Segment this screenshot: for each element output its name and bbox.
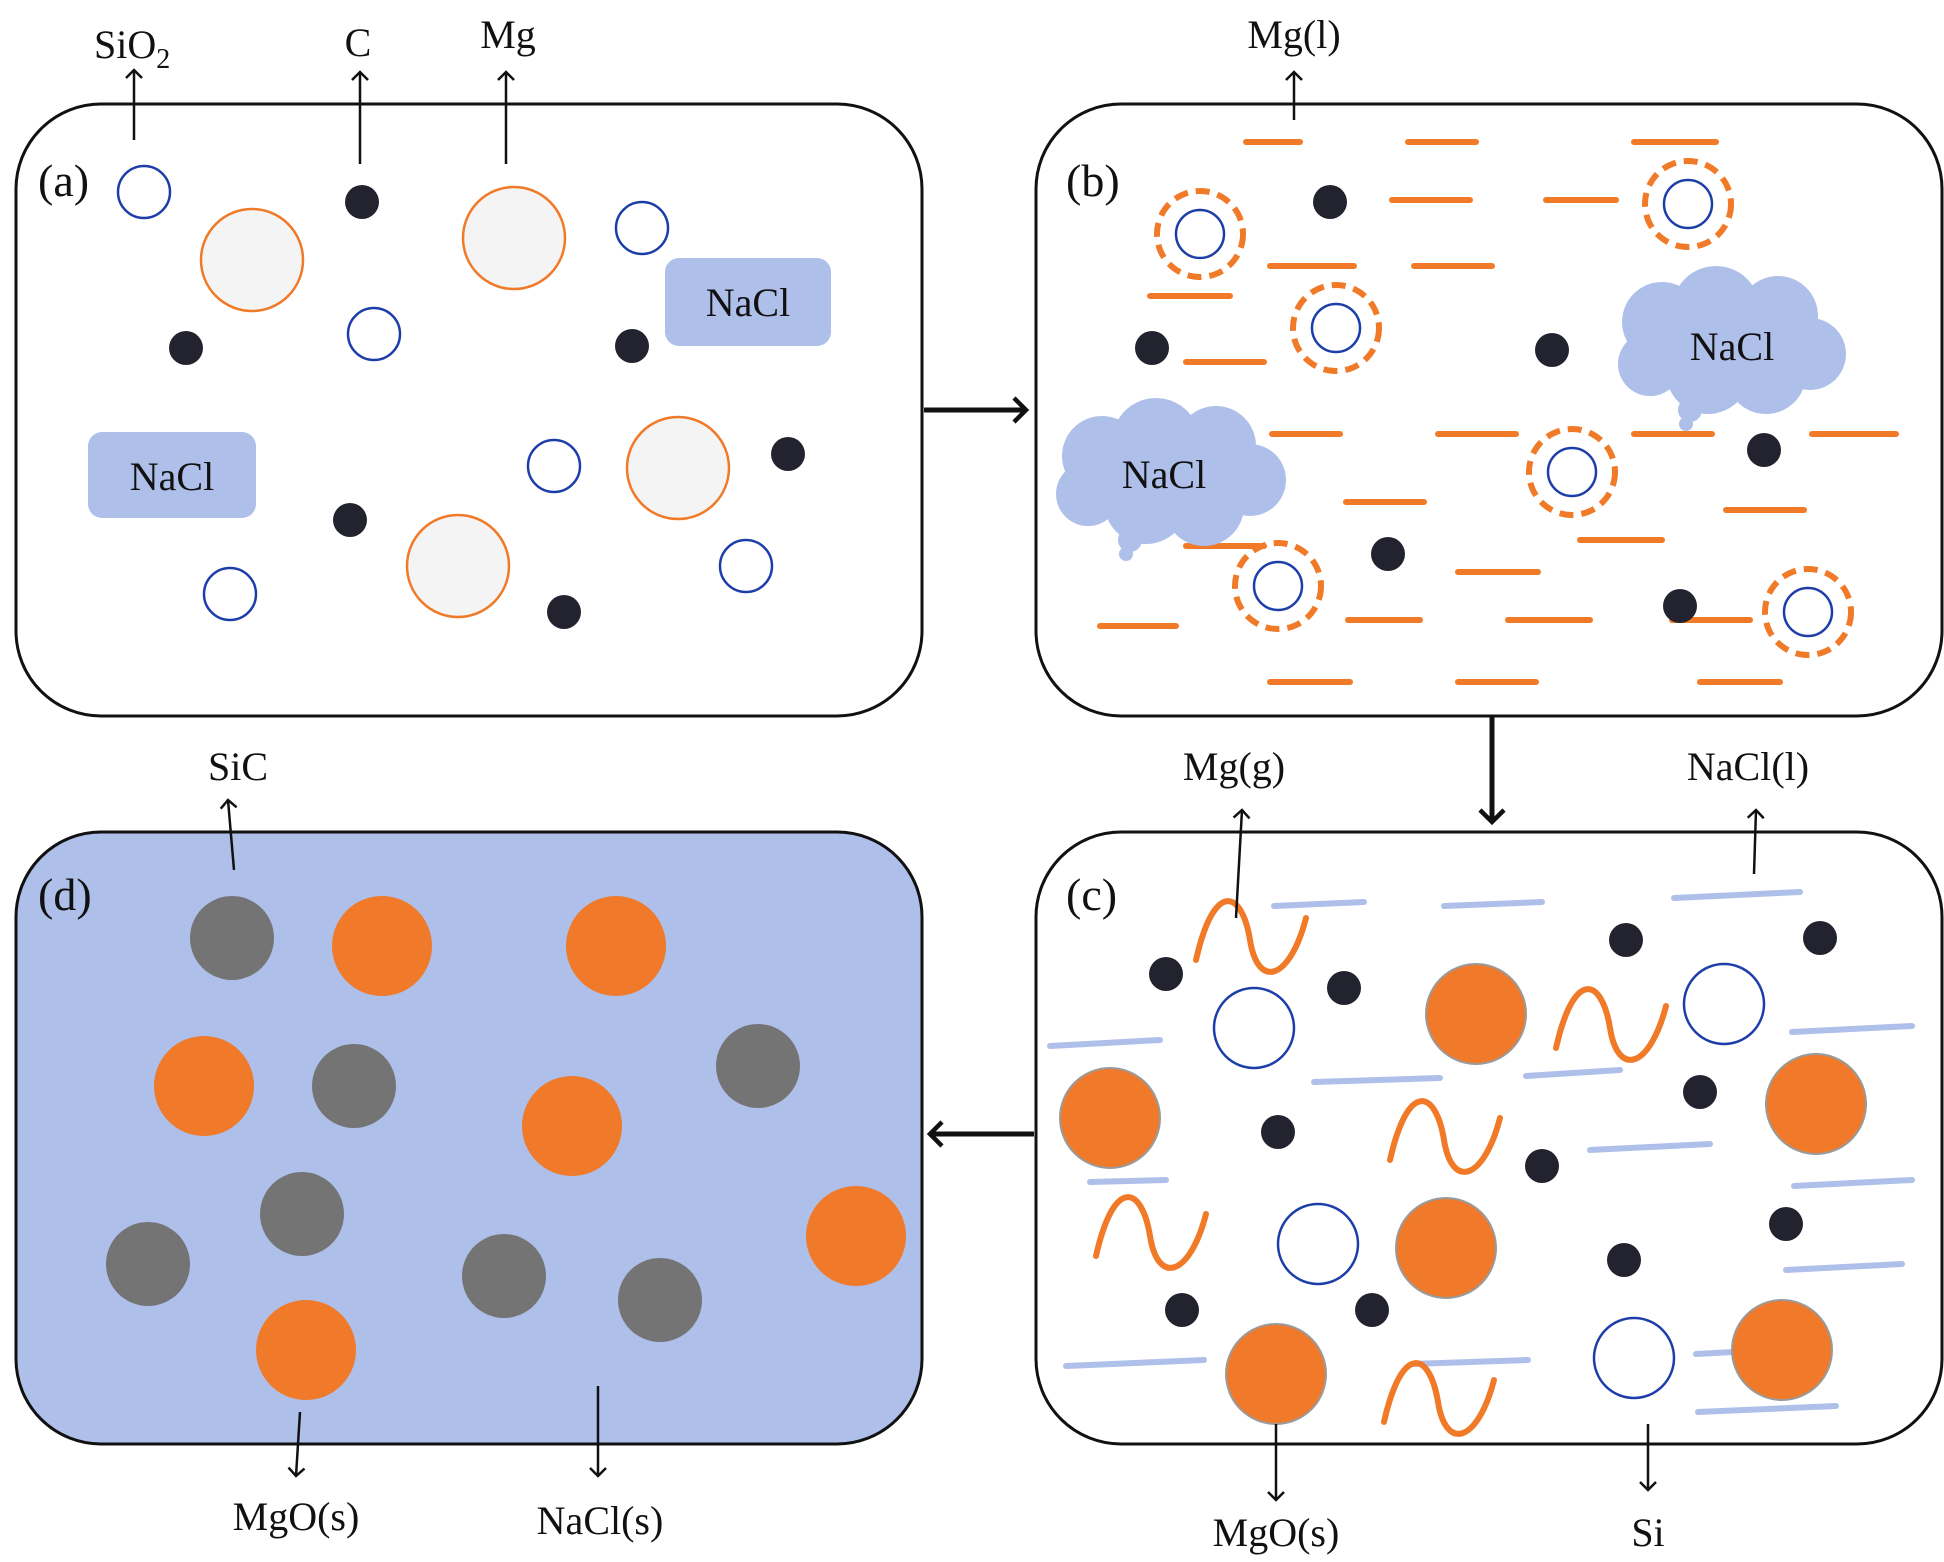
si-particle bbox=[1592, 1316, 1676, 1400]
mgo-particle bbox=[1059, 1067, 1161, 1169]
sio2-callout-label: SiO2 bbox=[94, 22, 170, 75]
carbon-particle bbox=[547, 595, 581, 629]
nacl-block: NaCl bbox=[665, 258, 831, 346]
callout-arrow bbox=[1232, 808, 1251, 919]
callout-arrow bbox=[1746, 808, 1765, 875]
sic-particle bbox=[312, 1044, 396, 1128]
mg-particle bbox=[461, 185, 567, 291]
carbon-particle bbox=[1135, 331, 1169, 365]
sic-particle bbox=[462, 1234, 546, 1318]
mgo-particle bbox=[1395, 1197, 1497, 1299]
mgo-solid-label-c: MgO(s) bbox=[1213, 1510, 1340, 1555]
callout-arrow bbox=[219, 798, 238, 871]
nacl-liquid-label: NaCl(l) bbox=[1687, 744, 1809, 789]
nacl-block: NaCl bbox=[88, 432, 256, 518]
carbon-particle bbox=[615, 329, 649, 363]
mg-particle bbox=[199, 207, 305, 313]
coated-sio2-particle bbox=[1642, 158, 1734, 250]
carbon-particle bbox=[771, 437, 805, 471]
panel-a: (a) NaCl NaCl SiO2 C Mg bbox=[38, 12, 831, 629]
carbon-particle bbox=[1371, 537, 1405, 571]
mgo-particle bbox=[1731, 1299, 1833, 1401]
panel-d: (d) SiC MgO(s) NaCl(s) bbox=[38, 744, 906, 1543]
callout-arrow bbox=[287, 1411, 306, 1478]
mg-vapor-waves bbox=[1093, 898, 1669, 1437]
sio2-particle bbox=[346, 306, 402, 362]
carbon-particle bbox=[1683, 1075, 1717, 1109]
si-particle bbox=[1682, 962, 1766, 1046]
sio2-particle bbox=[116, 164, 172, 220]
svg-text:NaCl: NaCl bbox=[1690, 324, 1774, 369]
carbon-particle bbox=[169, 331, 203, 365]
mgo-particle bbox=[154, 1036, 254, 1136]
mgo-particle bbox=[522, 1076, 622, 1176]
carbon-callout-label: C bbox=[345, 20, 372, 65]
si-label: Si bbox=[1631, 1510, 1664, 1555]
sic-particle bbox=[106, 1222, 190, 1306]
carbon-particle bbox=[1525, 1149, 1559, 1183]
mg-particle bbox=[625, 415, 731, 521]
mgo-particle bbox=[1765, 1053, 1867, 1155]
coated-sio2-particle bbox=[1154, 188, 1246, 280]
panel-a-label: (a) bbox=[38, 155, 89, 206]
sic-particle bbox=[618, 1258, 702, 1342]
sic-particle bbox=[716, 1024, 800, 1108]
carbon-particle bbox=[1149, 957, 1183, 991]
coated-sio2-particle bbox=[1290, 282, 1382, 374]
mg-liquid-label: Mg(l) bbox=[1247, 12, 1340, 57]
coated-sio2-particle bbox=[1526, 426, 1618, 518]
mgo-solid-label-d: MgO(s) bbox=[233, 1494, 360, 1539]
mgo-particle bbox=[566, 896, 666, 996]
nacl-solid-label: NaCl(s) bbox=[537, 1498, 664, 1543]
carbon-particle bbox=[1261, 1115, 1295, 1149]
panel-b-label: (b) bbox=[1066, 155, 1120, 206]
panel-d-label: (d) bbox=[38, 869, 92, 920]
panel-b: (b) bbox=[1056, 12, 1899, 685]
panel-c-label: (c) bbox=[1066, 869, 1117, 920]
carbon-particle bbox=[1607, 1243, 1641, 1277]
svg-text:NaCl: NaCl bbox=[1122, 452, 1206, 497]
mgo-particle bbox=[806, 1186, 906, 1286]
carbon-particle bbox=[1327, 971, 1361, 1005]
carbon-particle bbox=[1313, 185, 1347, 219]
carbon-particle bbox=[1165, 1293, 1199, 1327]
carbon-particle bbox=[345, 185, 379, 219]
sio2-particle bbox=[526, 438, 582, 494]
mgo-particle bbox=[1425, 963, 1527, 1065]
svg-text:NaCl: NaCl bbox=[130, 454, 214, 499]
mgo-particle bbox=[332, 896, 432, 996]
panel-c: (c) bbox=[1047, 744, 1915, 1555]
sio2-particle bbox=[718, 538, 774, 594]
carbon-particle bbox=[1663, 589, 1697, 623]
mg-particle bbox=[405, 513, 511, 619]
panel-b-frame bbox=[1034, 102, 1944, 718]
carbon-particle bbox=[1355, 1293, 1389, 1327]
sic-label: SiC bbox=[208, 744, 268, 789]
sic-particle bbox=[190, 896, 274, 980]
carbon-particle bbox=[1803, 921, 1837, 955]
panel-d-frame bbox=[14, 830, 924, 1446]
nacl-cloud: NaCl bbox=[1618, 266, 1846, 431]
coated-sio2-particle bbox=[1232, 540, 1324, 632]
nacl-liquid-strokes bbox=[1047, 889, 1915, 1415]
sio2-particle bbox=[614, 200, 670, 256]
carbon-particle bbox=[1609, 923, 1643, 957]
sic-particle bbox=[260, 1172, 344, 1256]
nacl-cloud: NaCl bbox=[1056, 398, 1286, 561]
carbon-particle bbox=[1769, 1207, 1803, 1241]
carbon-particle bbox=[1535, 333, 1569, 367]
mgo-particle bbox=[256, 1300, 356, 1400]
carbon-particle bbox=[333, 503, 367, 537]
coated-sio2-particle bbox=[1762, 566, 1854, 658]
mg-callout-label: Mg bbox=[480, 12, 536, 57]
carbon-particle bbox=[1747, 433, 1781, 467]
si-particle bbox=[1276, 1202, 1360, 1286]
sio2-particle bbox=[202, 566, 258, 622]
si-particle bbox=[1212, 986, 1296, 1070]
mgo-particle bbox=[1225, 1323, 1327, 1425]
svg-text:NaCl: NaCl bbox=[706, 280, 790, 325]
mg-vapor-label: Mg(g) bbox=[1183, 744, 1285, 789]
